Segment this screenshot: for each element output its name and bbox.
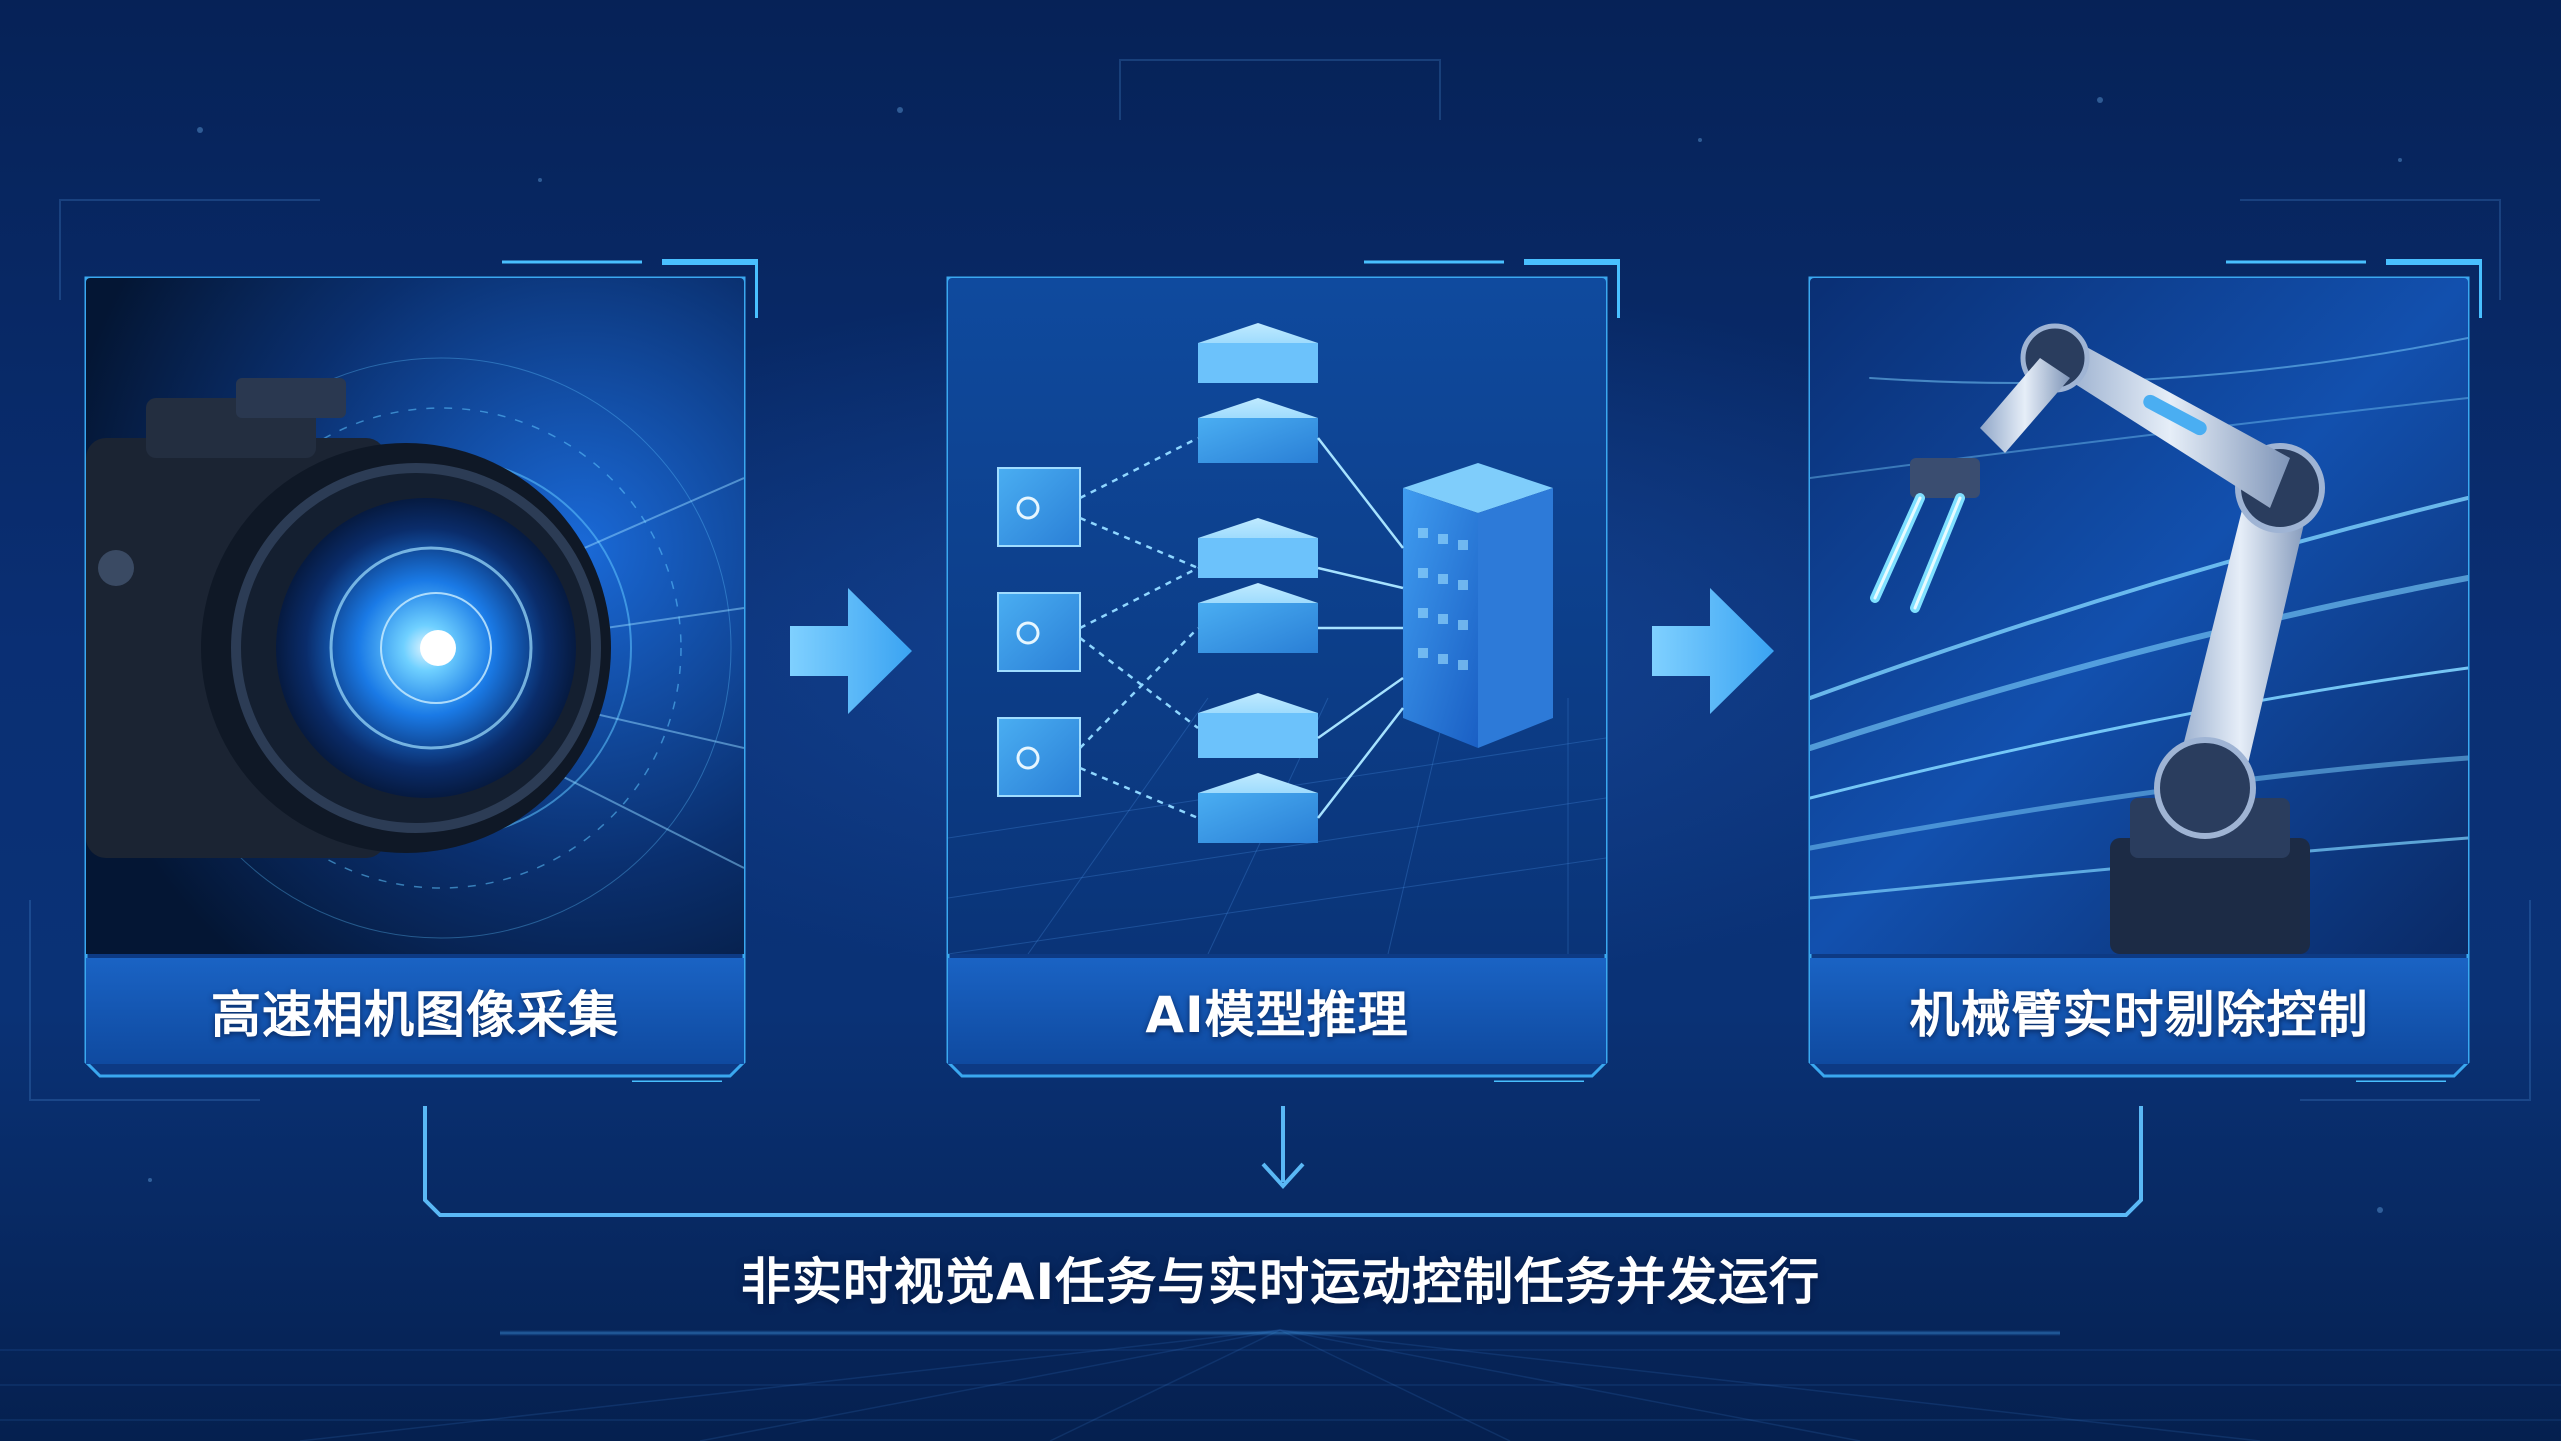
concurrency-summary-label: 非实时视觉AI任务与实时运动控制任务并发运行 [740, 1253, 1821, 1311]
step-panel-ai-model: AI模型推理 [934, 258, 1620, 1082]
robotic-arm-icon [1810, 278, 2468, 954]
camera-image [86, 278, 744, 954]
flow-arrow-right-1 [790, 588, 912, 714]
concurrency-bracket [423, 1106, 2143, 1217]
camera-lens-icon [86, 278, 744, 954]
step-panel-camera: 高速相机图像采集 [72, 258, 758, 1082]
step-panel-robotic-arm: 机械臂实时剔除控制 [1796, 258, 2482, 1082]
neural-network-blocks-icon [948, 278, 1606, 954]
robotic-arm-image [1810, 278, 2468, 954]
step-label-camera: 高速相机图像采集 [86, 958, 744, 1064]
flow-arrow-right-2 [1652, 588, 1774, 714]
ai-model-image [948, 278, 1606, 954]
step-label-robotic-arm: 机械臂实时剔除控制 [1810, 958, 2468, 1064]
step-label-ai-model: AI模型推理 [948, 958, 1606, 1064]
